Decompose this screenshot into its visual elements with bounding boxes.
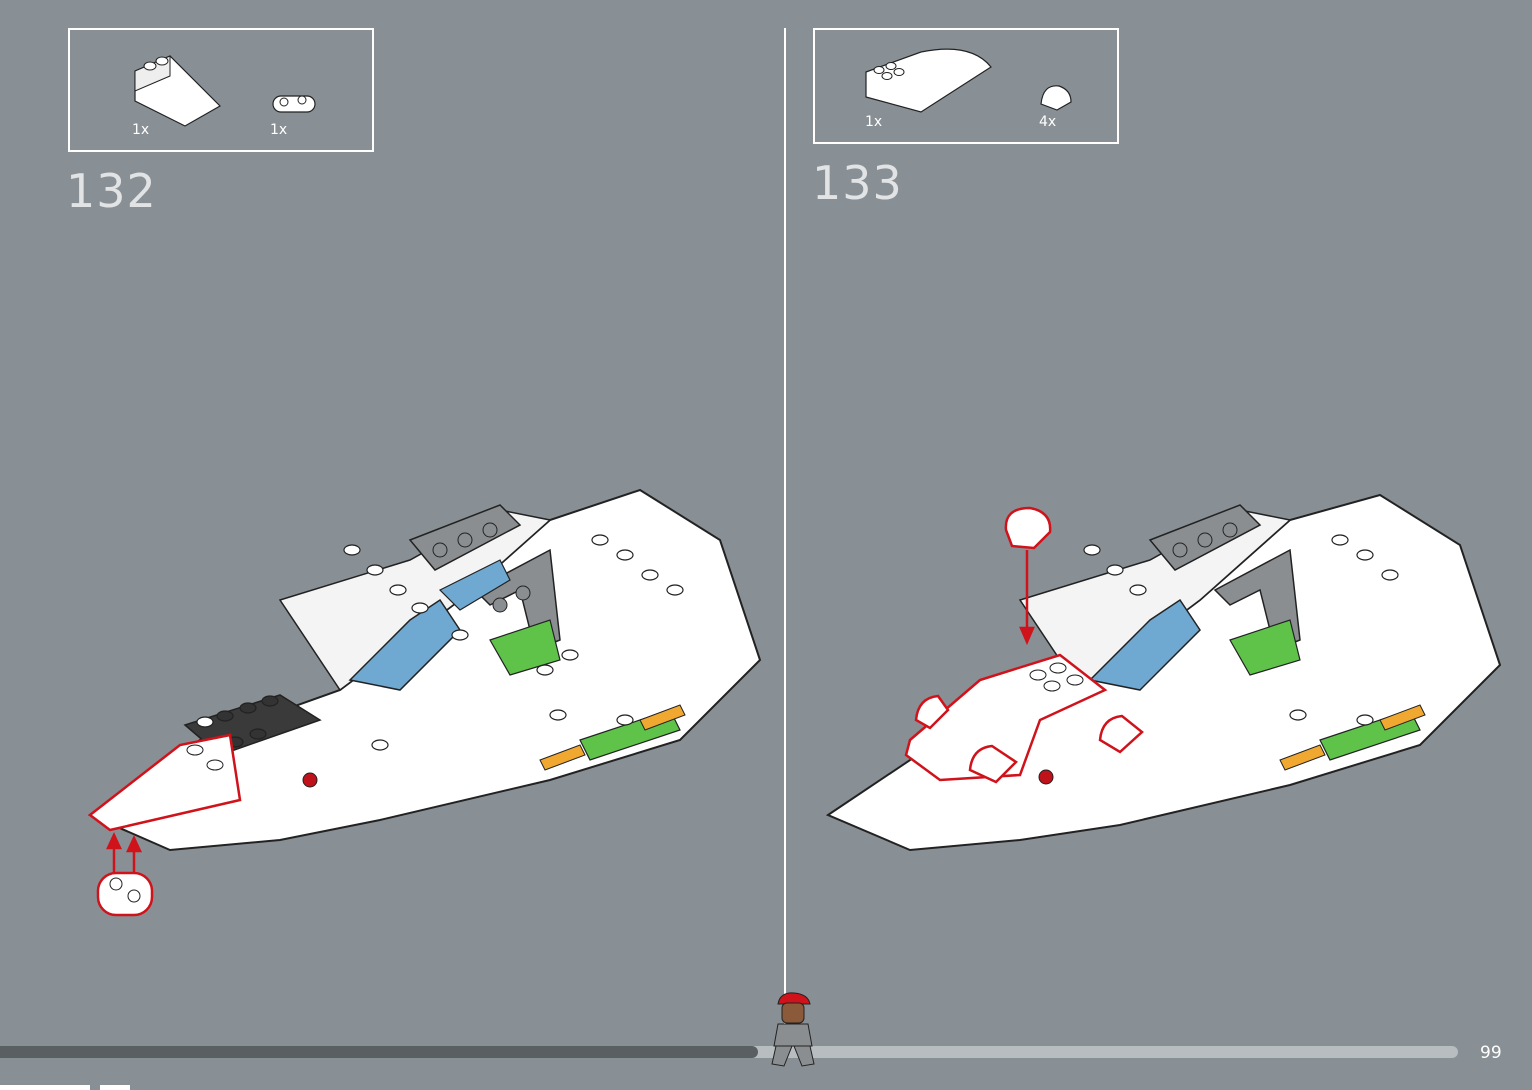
bottom-strip bbox=[0, 1085, 90, 1090]
white-round-tile-icon bbox=[1037, 82, 1077, 116]
parts-box-step-133: 1x 4x bbox=[813, 28, 1119, 144]
step-number: 133 bbox=[812, 156, 903, 210]
step-number: 132 bbox=[66, 164, 157, 218]
bottom-strip bbox=[100, 1085, 130, 1090]
page-number: 99 bbox=[1480, 1043, 1502, 1063]
part-qty: 1x bbox=[270, 122, 287, 138]
spaceship-model-step-132 bbox=[80, 480, 780, 940]
parts-box-step-132: 1x 1x bbox=[68, 28, 374, 152]
minifigure-progress-icon bbox=[768, 990, 818, 1070]
spaceship-model-step-133 bbox=[820, 490, 1520, 890]
part-qty: 4x bbox=[1039, 114, 1056, 130]
white-curved-slope-icon bbox=[861, 42, 1001, 112]
progress-fill bbox=[0, 1046, 758, 1058]
white-slope-brick-icon bbox=[130, 46, 230, 126]
page-divider bbox=[784, 28, 786, 1028]
part-qty: 1x bbox=[132, 122, 149, 138]
part-qty: 1x bbox=[865, 114, 882, 130]
white-plate-icon bbox=[270, 90, 320, 120]
